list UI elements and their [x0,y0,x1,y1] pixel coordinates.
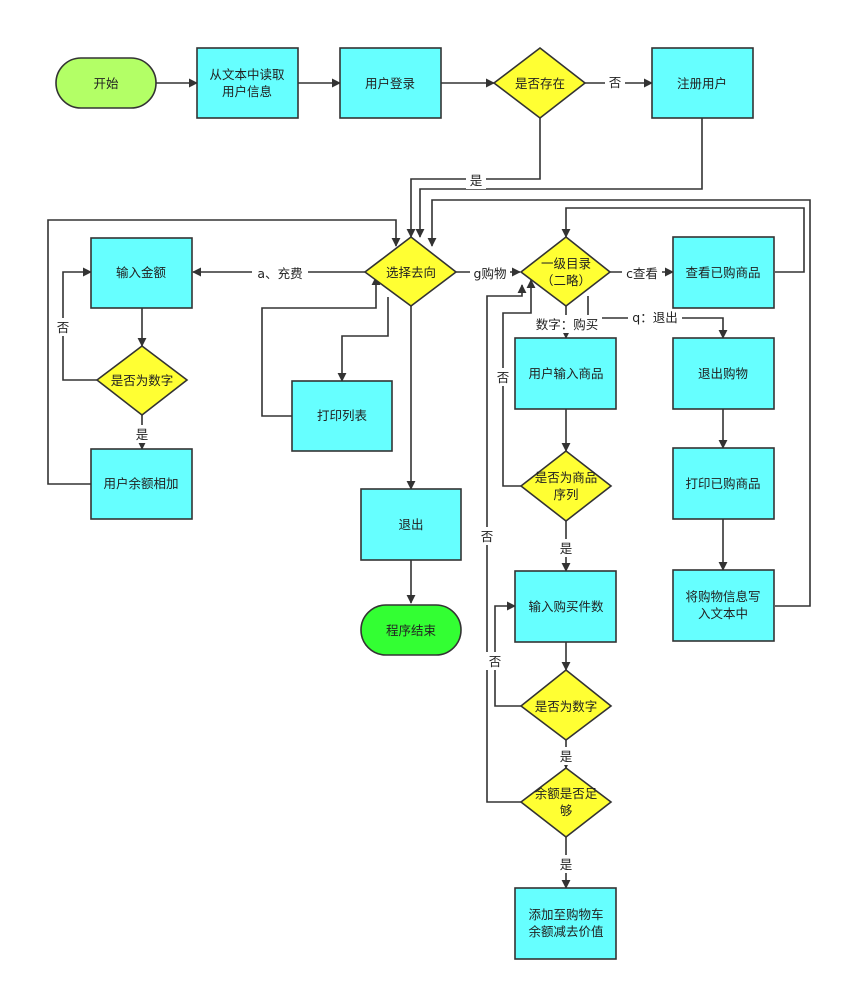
node-end [360,604,462,656]
label-number-buy: 数字：购买 [536,317,599,332]
edge-register-choose [415,118,703,238]
label-yes-left: 是 [136,427,149,442]
node-add-balance [90,448,193,520]
text-choose: 选择去向 [386,265,436,280]
node-input-amount [90,237,193,309]
text-save-info: 将购物信息写入文本中 [685,589,760,621]
label-yes-number: 是 [560,749,573,764]
label-recharge: a、充费 [257,266,302,281]
node-balance-enough [519,766,613,839]
text-add-balance: 用户余额相加 [103,476,178,491]
text-balance-enough: 余额是否足够 [535,786,598,818]
text-print-bought: 打印已购商品 [685,476,760,491]
text-is-goods-index: 是否为商品序列 [535,470,598,502]
label-view: c查看 [626,266,658,281]
node-login [339,47,442,119]
text-add-cart: 添加至购物车余额减去价值 [528,907,603,939]
node-register [651,47,754,119]
label-no-enough: 否 [481,529,494,544]
node-menu [519,235,612,308]
node-start [55,57,157,109]
label-yes-exists: 是 [470,173,483,188]
node-exit-shop [672,337,775,410]
text-read-user: 从文本中读取用户信息 [209,67,285,99]
edge-save-choose [427,199,811,607]
label-no-number: 否 [489,654,502,669]
label-quit: q：退出 [632,310,677,325]
text-end: 程序结束 [386,623,437,638]
text-view-bought: 查看已购商品 [685,265,760,280]
node-choose [363,235,458,307]
node-input-qty [514,570,617,643]
text-input-goods: 用户输入商品 [528,366,603,381]
label-yes-enough: 是 [560,857,573,872]
node-view-bought [672,236,775,309]
edge-enough-no-menu [486,284,527,803]
node-is-number-left [95,344,189,417]
text-input-qty: 输入购买件数 [528,599,604,614]
text-start: 开始 [93,76,119,91]
text-is-number-left: 是否为数字 [111,373,174,388]
text-exit-shop: 退出购物 [698,366,748,381]
node-is-number-right [519,668,613,742]
text-login: 用户登录 [365,76,415,91]
node-exit [360,488,462,561]
node-input-goods [514,337,617,410]
node-exists [492,46,587,120]
label-no-register: 否 [609,75,622,90]
edge-choose-print [337,297,389,382]
text-is-number-right: 是否为数字 [535,699,598,714]
label-no-left: 否 [57,320,70,335]
label-shop: g购物 [474,266,507,281]
node-read-user [196,47,299,119]
label-no-goods: 否 [497,370,510,385]
text-register: 注册用户 [677,76,727,91]
edge-view-menu [561,207,805,273]
node-is-goods-index [519,449,613,523]
node-add-cart [514,887,617,960]
edge-goods-no-menu [502,279,536,487]
text-input-amount: 输入金额 [116,265,167,280]
text-exists: 是否存在 [515,76,565,91]
edge-print-choose [261,276,381,417]
node-print-list [291,380,393,452]
text-print-list: 打印列表 [317,408,368,423]
text-menu: 一级目录（二略） [541,256,591,288]
label-yes-goods: 是 [560,541,573,556]
node-print-bought [672,447,775,520]
node-save-info [672,569,775,642]
text-exit: 退出 [398,517,423,532]
